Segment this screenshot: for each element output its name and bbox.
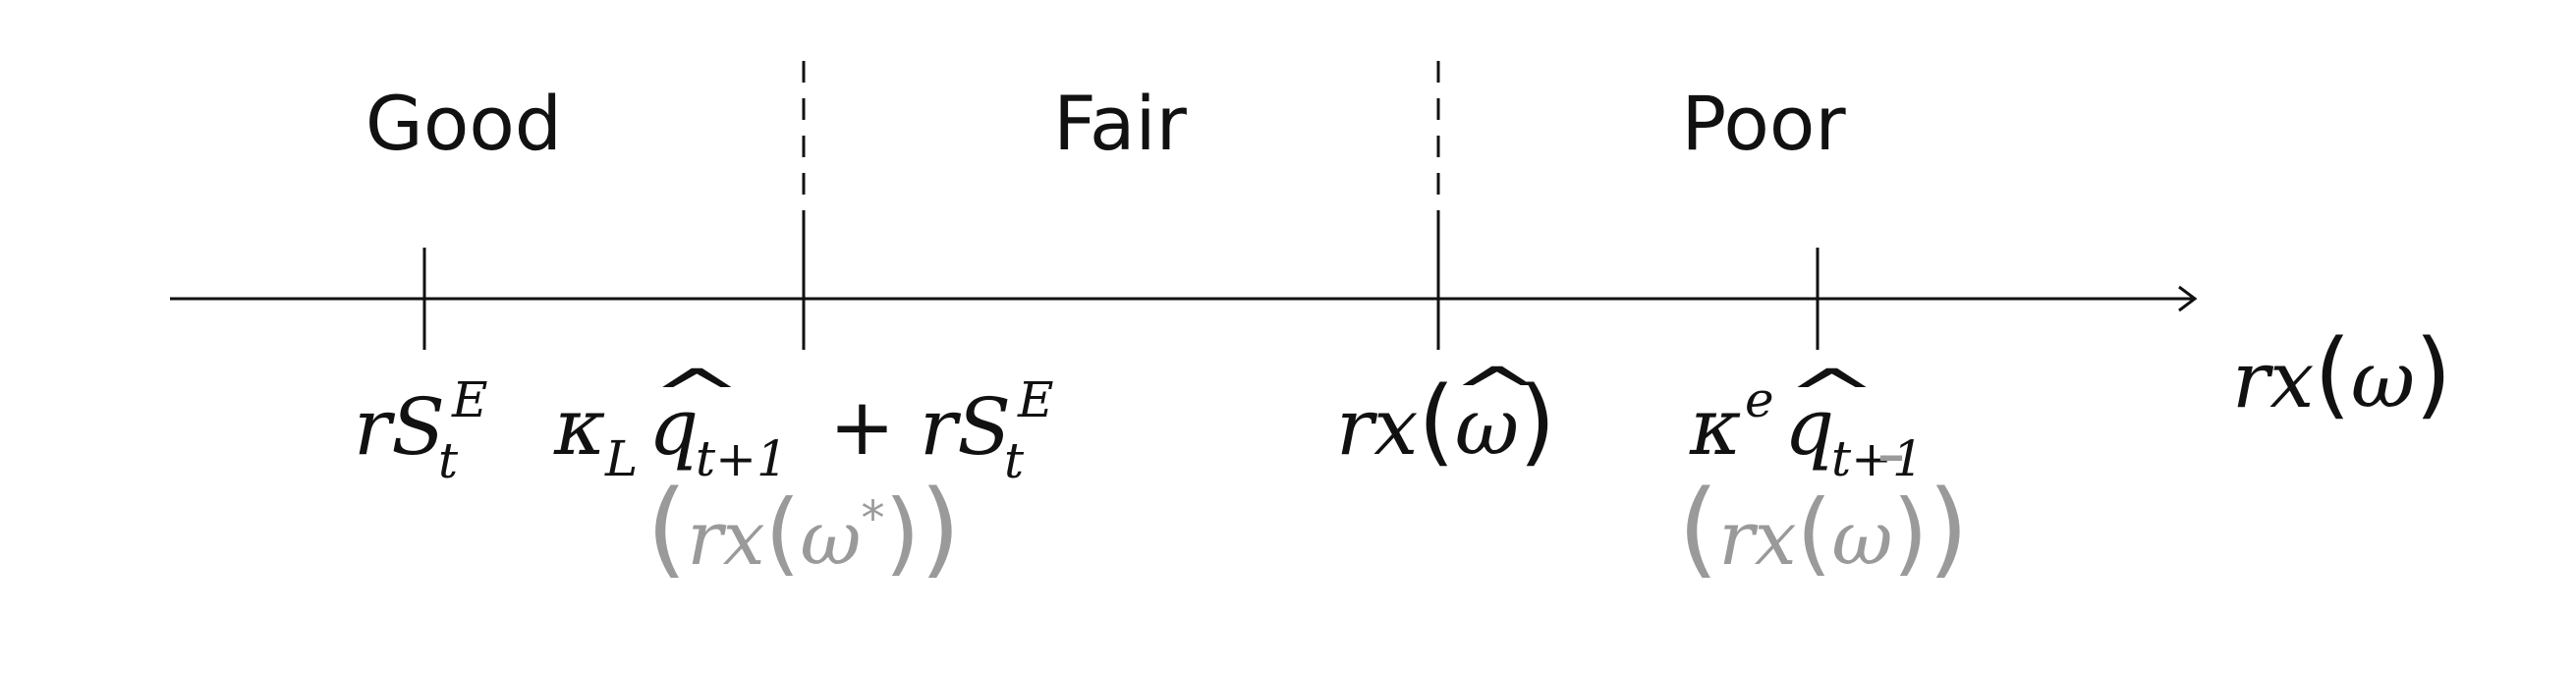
svg-text:rx(ω): rx(ω) [2232,319,2452,429]
tick-label-4-kappa-sup: e [1745,371,1774,428]
tick-label-4-alt-close: ) [1928,468,1968,589]
axis-label-open-paren: ( [2314,319,2350,429]
tick-label-2-alt-inner-close: ) [884,480,920,586]
tick-label-3-omega: ω [1455,381,1519,473]
tick-label-4-q: q [1784,381,1834,473]
tick-label-3-var: rx [1336,381,1418,473]
tick-label-4-alt-inner-open: ( [1797,480,1832,586]
tick-label-2-q: q [648,381,699,473]
region-label-fair: Fair [1053,80,1187,167]
tick-label-4: κ e q ^ t+1 [1689,356,1924,487]
tick-label-2-alt-var: rx [687,494,764,582]
region-label-good: Good [365,80,562,167]
tick-label-3-close: ) [1519,366,1555,477]
tick-label-2-sub: t [1004,432,1025,489]
tick-label-4-alt-inner-close: ) [1892,480,1928,586]
tick-label-2-plus: + [829,381,895,473]
tick-label-2-kappa-sub: L [604,430,638,487]
axis-arrowhead-icon [2178,285,2198,312]
axis-label: rx(ω) [2232,319,2452,429]
tick-label-2-alt-omega: ω [800,494,861,582]
tick-label-4-alt-var: rx [1718,494,1796,582]
tick-label-2-alt: (rx(ω*)) [646,468,961,589]
tick-label-1-sub: t [438,432,459,489]
tick-label-4-q-sub: t+1 [1831,430,1924,487]
tick-label-1-base: rS [354,381,445,473]
axis-label-omega: ω [2351,334,2415,425]
tick-label-2-q-sub: t+1 [696,430,788,487]
tick-label-2-alt-close: ) [920,468,960,589]
tick-label-4-alt-omega: ω [1831,494,1892,582]
tick-label-2: κ L q ^ t+1 + rS E t [553,356,1054,489]
tick-label-2-alt-open: ( [646,468,687,589]
tick-label-4-alt-bar: ¯ [1873,441,1910,529]
svg-text:(rx(ω*)): (rx(ω*)) [646,468,961,589]
svg-text:(rx(ω)): (rx(ω)) [1678,468,1969,589]
tick-label-4-hat: ^ [1786,356,1878,436]
region-label-poor: Poor [1681,80,1846,167]
tick-label-2-sup: E [1017,371,1054,428]
tick-label-3-hat: ^ [1451,354,1543,434]
tick-label-3-open: ( [1418,366,1454,477]
tick-label-1: rS E t [354,371,488,489]
tick-label-2-alt-star: * [861,491,884,546]
tick-label-2-hat: ^ [650,356,743,436]
tick-label-2-alt-inner-open: ( [765,480,801,586]
tick-label-2-base: rS [920,381,1011,473]
svg-text:rx(ω): rx(ω) [1336,366,1556,477]
tick-label-4-kappa: κ [1689,381,1741,473]
axis-label-var: rx [2232,334,2314,425]
tick-label-4-alt: (rx(ω)) ¯ [1678,441,1969,589]
tick-label-1-sup: E [451,371,488,428]
tick-label-4-alt-open: ( [1678,468,1718,589]
tick-label-2-kappa: κ [553,381,605,473]
tick-label-3: rx(ω) ^ [1336,354,1556,477]
axis-label-close-paren: ) [2415,319,2451,429]
